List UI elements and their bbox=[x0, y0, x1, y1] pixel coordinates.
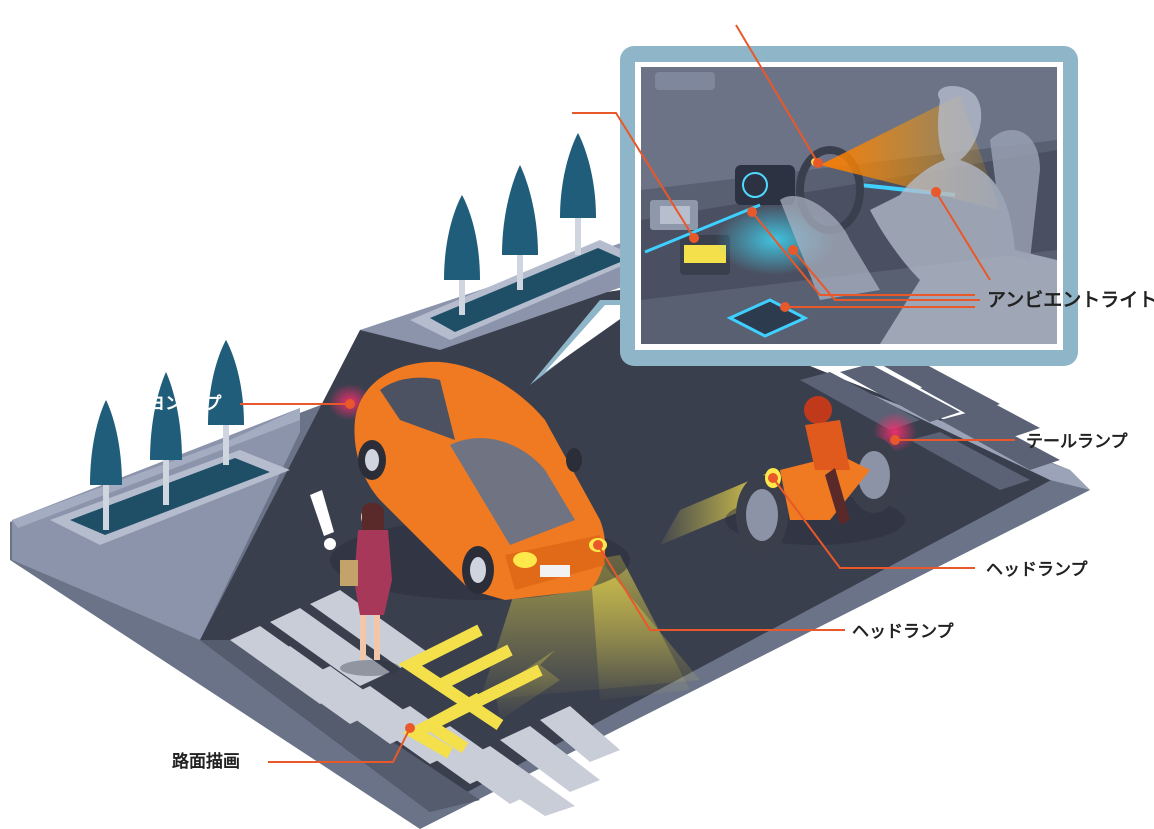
label-road-drawing: 路面描画 bbox=[172, 752, 240, 772]
tree bbox=[90, 400, 122, 530]
pedestrian bbox=[340, 502, 400, 676]
interior-inset bbox=[530, 46, 1078, 385]
tree bbox=[150, 372, 182, 505]
motorcycle bbox=[725, 396, 905, 555]
tree bbox=[502, 165, 538, 290]
rider bbox=[804, 396, 850, 525]
warning-exclamation-icon bbox=[310, 490, 336, 550]
tree bbox=[208, 340, 244, 465]
label-position-lamp: ヨン ンプ bbox=[148, 394, 222, 414]
label-tail-lamp: テールランプ bbox=[1026, 432, 1128, 452]
crosswalk-right bbox=[800, 356, 1060, 490]
leader-lines bbox=[240, 24, 1015, 763]
label-ambient-light: アンビエントライト bbox=[987, 289, 1154, 311]
tree bbox=[444, 195, 480, 315]
planter-upper bbox=[410, 133, 640, 340]
label-head-lamp-moto: ヘッドランプ bbox=[986, 560, 1088, 580]
tree bbox=[560, 133, 596, 255]
planter-left bbox=[50, 340, 290, 545]
label-head-lamp-car: ヘッドランプ bbox=[852, 622, 954, 642]
leader-dots bbox=[345, 399, 900, 733]
car bbox=[330, 361, 630, 600]
